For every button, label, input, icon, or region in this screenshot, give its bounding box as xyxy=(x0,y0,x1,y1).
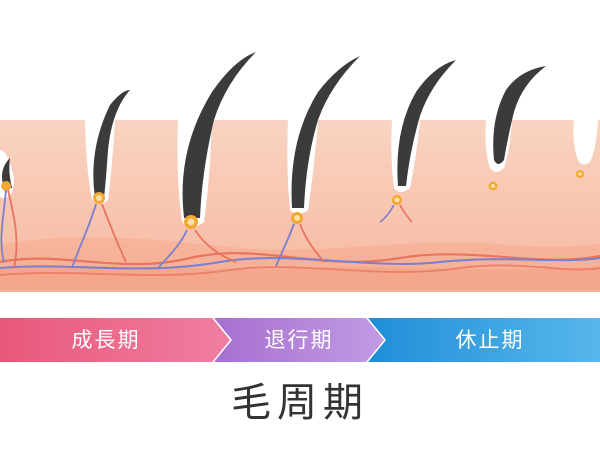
nerve-fiber xyxy=(0,257,600,270)
phase-label-catagen: 退行期 xyxy=(264,328,334,352)
phase-label-telogen: 休止期 xyxy=(455,328,525,352)
phase-arrow-telogen xyxy=(368,318,600,362)
phase-arrow-catagen xyxy=(214,318,384,362)
hair-follicle-catagen-1 xyxy=(275,56,360,267)
hair-follicle-catagen-2 xyxy=(379,60,456,223)
hair-follicle-telogen-1 xyxy=(485,66,546,191)
diagram-title: 毛周期 xyxy=(231,380,369,426)
blood-vessel xyxy=(0,252,600,266)
phase-label-anagen: 成長期 xyxy=(71,328,141,352)
blood-vessel xyxy=(0,264,600,276)
phase-arrow-anagen xyxy=(0,318,230,362)
hair-follicle-anagen-3 xyxy=(157,52,256,269)
hair-follicle-anagen-1 xyxy=(0,149,18,269)
skin-deep-band xyxy=(0,266,600,292)
hair-follicle-anagen-2 xyxy=(71,90,130,269)
hair-follicle-telogen-2 xyxy=(573,120,598,178)
